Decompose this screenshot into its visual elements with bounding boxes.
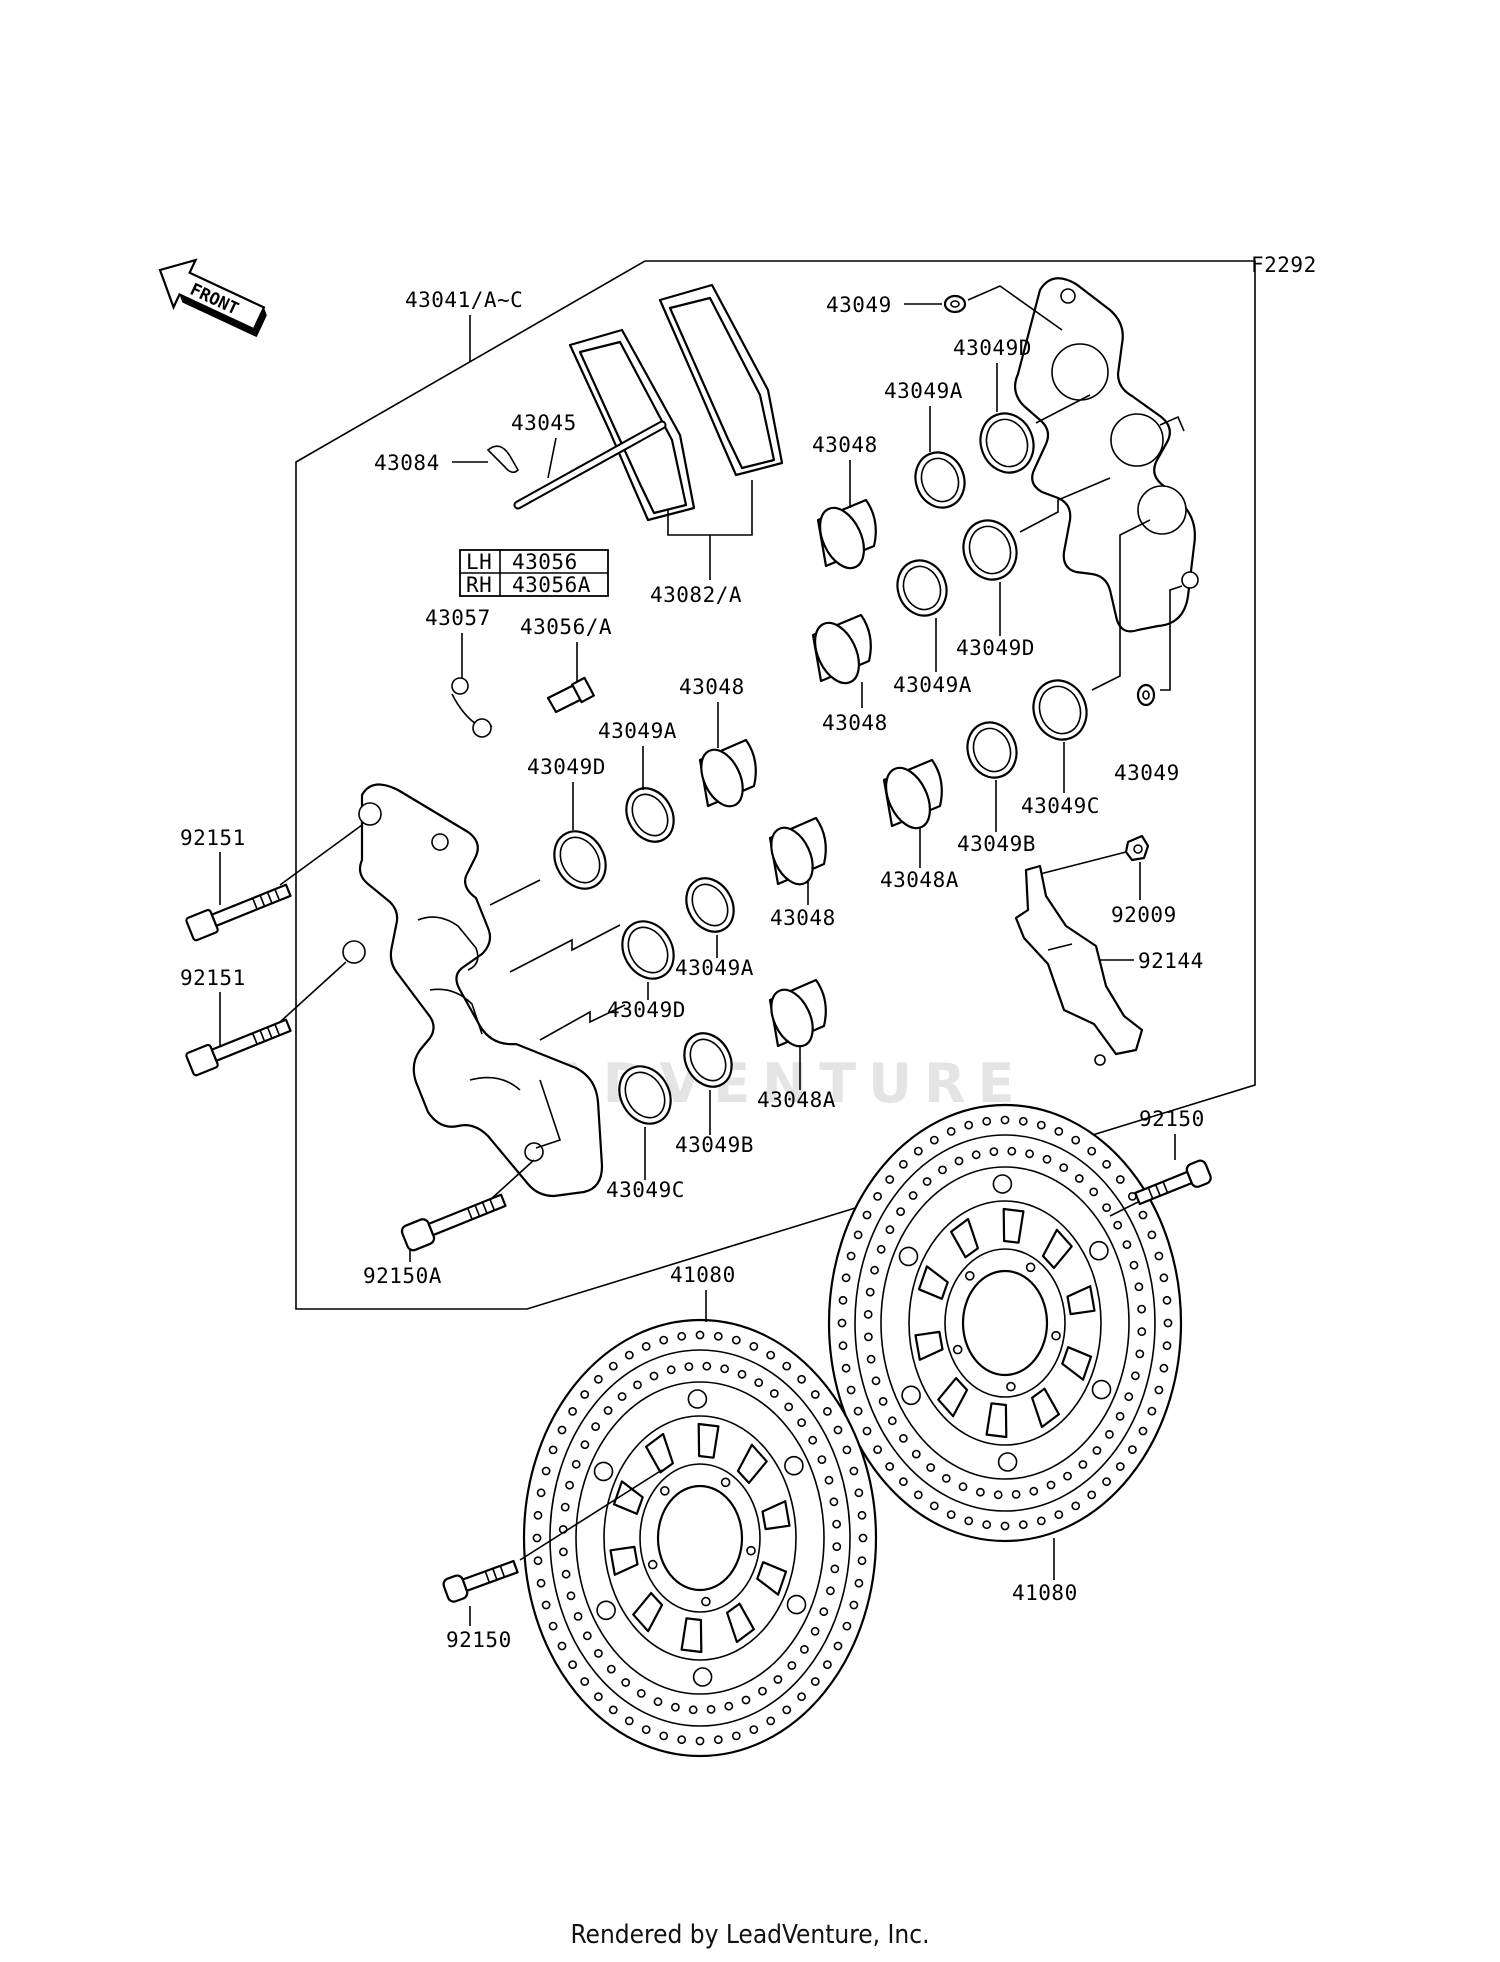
seal-43049a-left-1	[625, 787, 675, 843]
label-piston-43048-right-top: 43048	[812, 433, 878, 457]
seal-43049d-left-2	[621, 920, 675, 980]
disc-vent-holes	[837, 1115, 1173, 1531]
label-seal-43049c-right: 43049C	[1021, 794, 1100, 818]
label-seal-43049b-right: 43049B	[957, 832, 1036, 856]
washer-43049-side	[1136, 683, 1156, 707]
piston-43048a-right	[882, 758, 943, 830]
pad-pin	[513, 420, 667, 510]
label-disc-right: 41080	[1012, 1581, 1078, 1605]
side-table-rh: RH	[466, 573, 492, 597]
caliper-body-left	[342, 783, 604, 1198]
label-seal-43049c-left: 43049C	[606, 1178, 685, 1202]
label-seal-43049b-left: 43049B	[675, 1133, 754, 1157]
piston-43048-right-mid	[811, 613, 872, 685]
piston-43048a-left	[768, 978, 827, 1048]
label-seal-43049a-left-1: 43049A	[598, 719, 677, 743]
label-bolt-upper: 92151	[180, 826, 246, 850]
label-piston-43048a-right: 43048A	[880, 868, 959, 892]
label-disc-left: 41080	[670, 1263, 736, 1287]
nut-92009	[1124, 834, 1150, 862]
pin-clip	[486, 445, 519, 474]
label-washer-43049-top: 43049	[826, 293, 892, 317]
label-piston-43048-left-2: 43048	[770, 906, 836, 930]
side-table-lh: LH	[466, 550, 492, 574]
label-seal-43049a-right-mid: 43049A	[893, 673, 972, 697]
label-piston-43048-right-mid: 43048	[822, 711, 888, 735]
label-seal-43049a-right-top: 43049A	[884, 379, 963, 403]
side-table-lh-part: 43056	[512, 550, 578, 574]
figure-code: F2292	[1251, 253, 1317, 277]
seal-43049a-right-mid	[896, 559, 948, 617]
label-seal-43049d-right-mid: 43049D	[956, 636, 1035, 660]
label-caliper-assembly: 43041/A~C	[405, 288, 523, 312]
washer-43049-top	[943, 294, 967, 314]
seal-43049a-left-2	[685, 877, 735, 933]
bleed-valve	[546, 676, 595, 714]
bolt-lower	[185, 1018, 292, 1077]
brake-disc-right	[827, 1103, 1183, 1543]
label-seal-43049d-left-2: 43049D	[607, 998, 686, 1022]
disc-vent-holes	[532, 1330, 868, 1746]
label-piston-43048-left-1: 43048	[679, 675, 745, 699]
caliper-body-right	[1013, 277, 1199, 633]
label-pin-clip: 43084	[374, 451, 440, 475]
bracket-92144	[1014, 864, 1144, 1066]
piston-43048-left-2	[768, 816, 827, 886]
label-washer-43049-side: 43049	[1114, 761, 1180, 785]
brake-disc-left	[522, 1318, 878, 1758]
bolt-upper	[185, 883, 292, 942]
bolt-92150a	[400, 1193, 507, 1252]
label-pin: 43045	[511, 411, 577, 435]
label-bolt-92150a: 92150A	[363, 1264, 442, 1288]
label-piston-43048a-left: 43048A	[757, 1088, 836, 1112]
seal-43049d-right-mid	[962, 519, 1018, 581]
footer-credit: Rendered by LeadVenture, Inc.	[570, 1920, 930, 1950]
seal-43049a-right-top	[914, 451, 966, 509]
label-seal-43049d-left-1: 43049D	[527, 755, 606, 779]
piston-43048-left-1	[698, 738, 757, 808]
seal-43049b-right	[966, 721, 1018, 779]
label-spring: 43057	[425, 606, 491, 630]
disc-spokes	[593, 1389, 807, 1687]
label-disc-bolt-right: 92150	[1139, 1107, 1205, 1131]
brake-pad-inner	[568, 328, 696, 522]
side-table: LH 43056 RH 43056A	[459, 549, 609, 597]
label-disc-bolt-left: 92150	[446, 1628, 512, 1652]
brake-pad-outer	[658, 283, 784, 477]
seal-43049d-left-1	[553, 830, 607, 890]
pad-spring	[451, 677, 493, 738]
label-bolt-lower: 92151	[180, 966, 246, 990]
label-pads: 43082/A	[650, 583, 742, 607]
label-bleed-valve: 43056/A	[520, 615, 612, 639]
caliper-assembly-outline	[295, 260, 1256, 1310]
seal-43049d-right-top	[979, 412, 1035, 474]
label-bracket-92144: 92144	[1138, 949, 1204, 973]
piston-43048-right-top	[816, 498, 877, 570]
disc-bolt-right	[1134, 1159, 1212, 1206]
disc-spokes	[898, 1174, 1112, 1472]
disc-bolt-left	[442, 1559, 519, 1603]
label-nut-92009: 92009	[1111, 903, 1177, 927]
label-seal-43049d-right-top: 43049D	[953, 336, 1032, 360]
seal-43049c-right	[1032, 679, 1088, 741]
seal-43049b-left	[683, 1032, 733, 1088]
side-table-rh-part: 43056A	[512, 573, 591, 597]
front-arrow-icon: FRONT	[158, 258, 267, 338]
label-seal-43049a-left-2: 43049A	[675, 956, 754, 980]
